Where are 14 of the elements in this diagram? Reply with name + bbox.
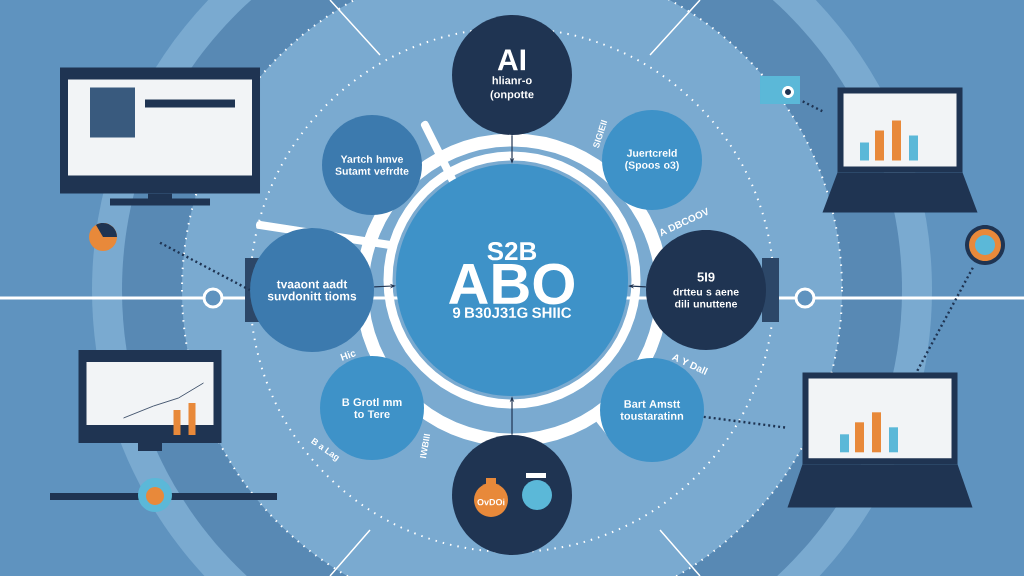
monitor-drawing bbox=[60, 67, 260, 251]
connector bbox=[915, 267, 974, 373]
laptop-drawing bbox=[822, 87, 978, 213]
circle-node: AI hlianr-o (onpotte bbox=[452, 15, 572, 135]
circle-node: OvDOi bbox=[452, 435, 572, 555]
monitor-drawing bbox=[50, 350, 277, 512]
circle-node: Yartch hmve Sutamt vefrdte bbox=[322, 115, 422, 215]
connector bbox=[703, 415, 788, 429]
pie-chart-icon bbox=[965, 225, 1005, 265]
circle-node: tvaaont aadt suvdonitt tioms bbox=[250, 228, 374, 352]
connector bbox=[159, 241, 251, 292]
laptop-drawing bbox=[787, 372, 973, 508]
robot-icon bbox=[760, 76, 800, 104]
connector bbox=[802, 100, 823, 113]
